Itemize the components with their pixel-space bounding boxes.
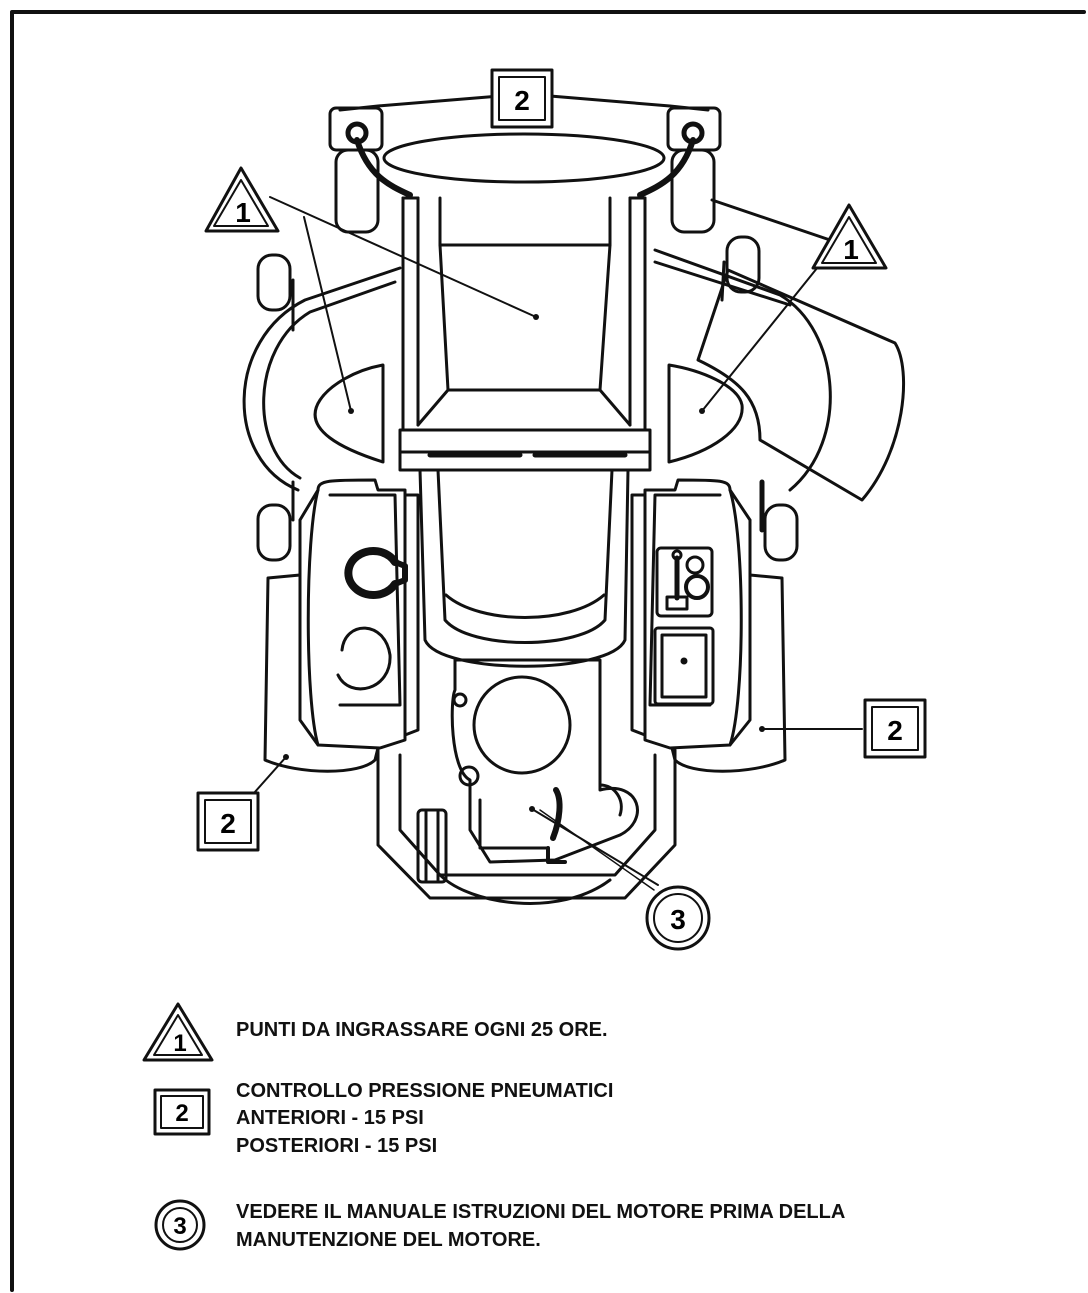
front-axle (328, 94, 722, 234)
tire-pressure-callout-right: 2 (863, 698, 927, 759)
right-fender (630, 478, 752, 750)
svg-text:3: 3 (173, 1213, 186, 1240)
grease-point-label: 1 (843, 234, 859, 265)
mower-deck (242, 198, 905, 562)
tire-pressure-label: 2 (514, 85, 530, 116)
tire-pressure-label: 2 (887, 715, 903, 746)
legend-engine-symbol: 3 (154, 1199, 206, 1251)
engine-callout: 3 (645, 885, 711, 951)
page-border (10, 10, 1086, 1292)
tire-pressure-callout-front: 2 (490, 68, 554, 129)
leader-lines (253, 196, 863, 891)
center-frame (398, 196, 652, 668)
engine-label: 3 (670, 904, 686, 935)
svg-text:2: 2 (175, 1100, 188, 1127)
rear-wheels (263, 573, 787, 773)
left-fender (298, 478, 420, 750)
grease-point-label: 1 (235, 197, 251, 228)
grease-point-callout-right: 1 (811, 203, 888, 270)
engine-area (376, 658, 677, 905)
svg-text:1: 1 (173, 1030, 186, 1057)
tire-pressure-callout-left: 2 (196, 791, 260, 852)
tire-pressure-label: 2 (220, 808, 236, 839)
legend-tire-symbol: 2 (153, 1088, 211, 1136)
grease-point-callout-left: 1 (204, 166, 280, 233)
leader-dots (283, 314, 765, 812)
legend-grease-symbol: 1 (142, 1002, 214, 1062)
